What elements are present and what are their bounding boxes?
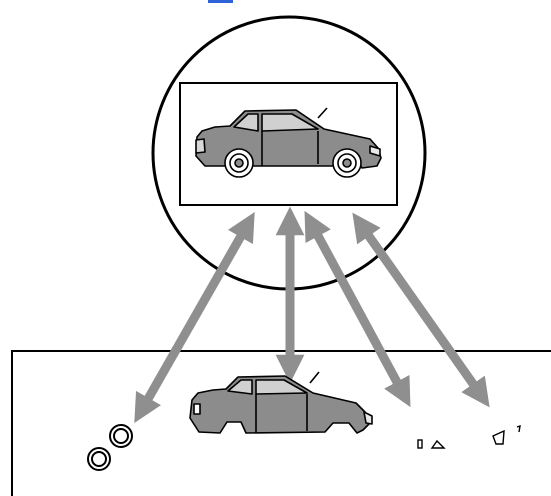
small-part-2 [430,439,446,449]
car-body-shell [189,371,373,434]
small-parts-arrow [304,210,411,408]
wheel-front [109,424,133,448]
wheel-rear [87,447,111,471]
small-part-1 [417,439,423,449]
assembled-car-icon [195,107,382,178]
window-parts-arrow [352,212,490,408]
window-part-1 [492,429,505,445]
wheels-arrow [134,211,255,424]
top-cut-mark [208,0,233,3]
window-part-2 [516,424,521,433]
